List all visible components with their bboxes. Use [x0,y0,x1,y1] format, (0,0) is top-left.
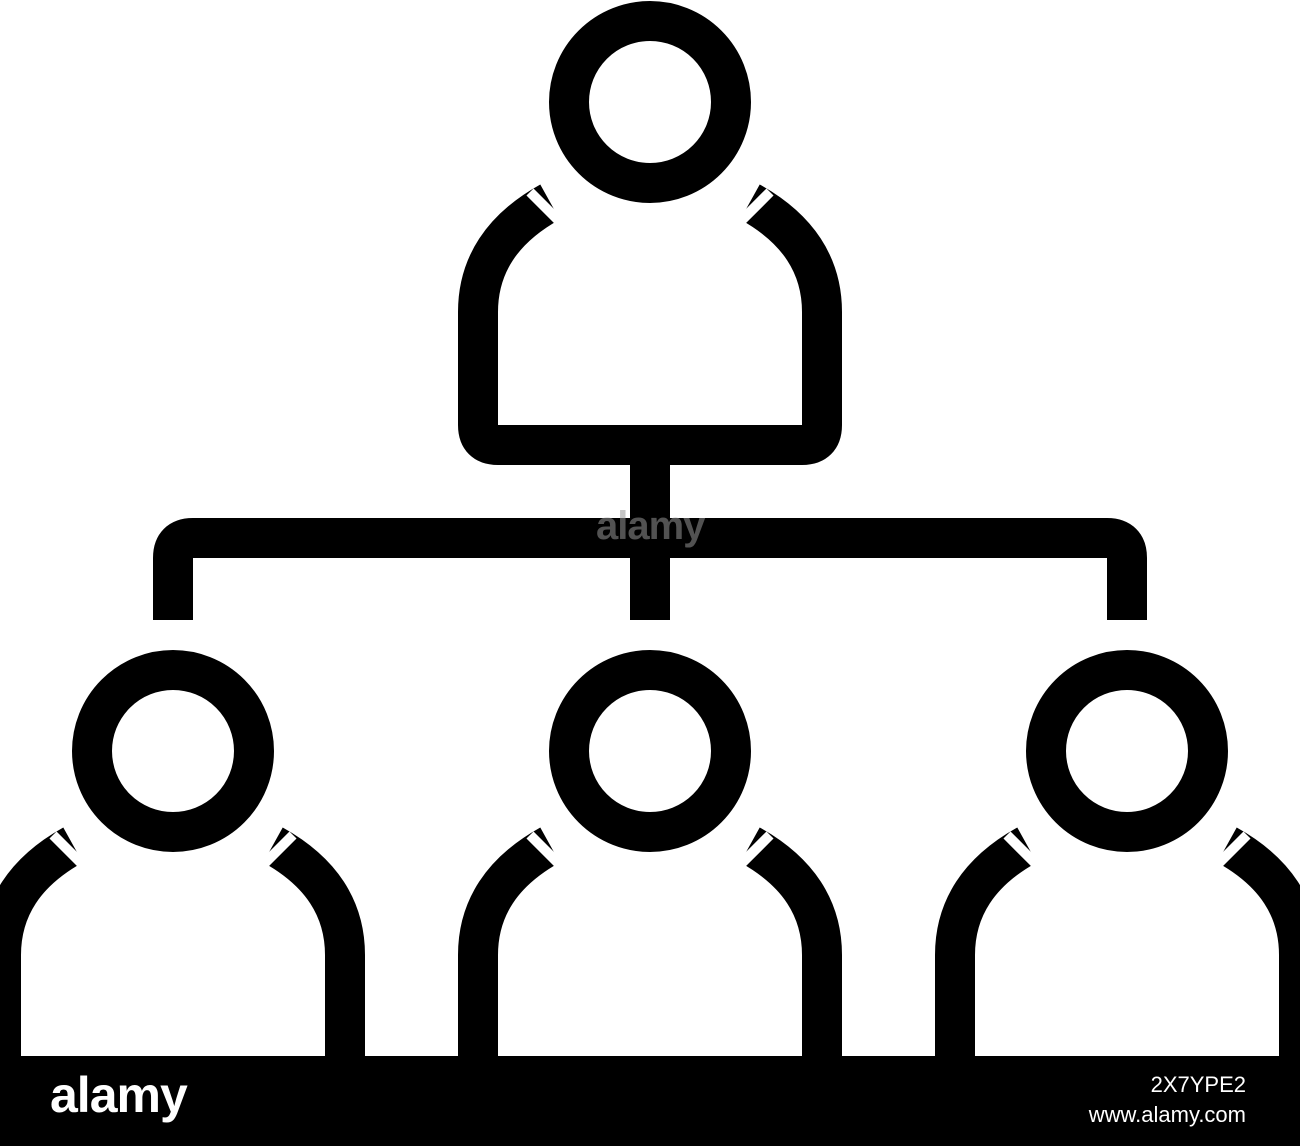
footer-bar [0,1056,1300,1146]
person-head [1026,650,1228,852]
footer-logo: alamy [50,1067,188,1123]
person-icon-left [0,650,365,1108]
connector-lines [153,455,1147,620]
person-body [458,827,842,1108]
person-icon-top [458,1,842,465]
footer-info: 2X7YPE2 www.alamy.com [1089,1070,1246,1130]
person-body [0,827,365,1108]
shoulder-gap [1003,831,1251,869]
person-head [72,650,274,852]
image-id-label: 2X7YPE2 [1150,1072,1246,1097]
horizontal-bus-line [153,518,1147,620]
person-body [935,827,1300,1108]
shoulder-gap [49,831,297,869]
person-body [458,184,842,465]
person-head [549,1,751,203]
person-icon-center [458,650,842,1108]
person-head [549,650,751,852]
site-label: www.alamy.com [1088,1102,1246,1127]
shoulder-gap [526,188,774,226]
shoulder-gap [526,831,774,869]
person-icon-right [935,650,1300,1108]
